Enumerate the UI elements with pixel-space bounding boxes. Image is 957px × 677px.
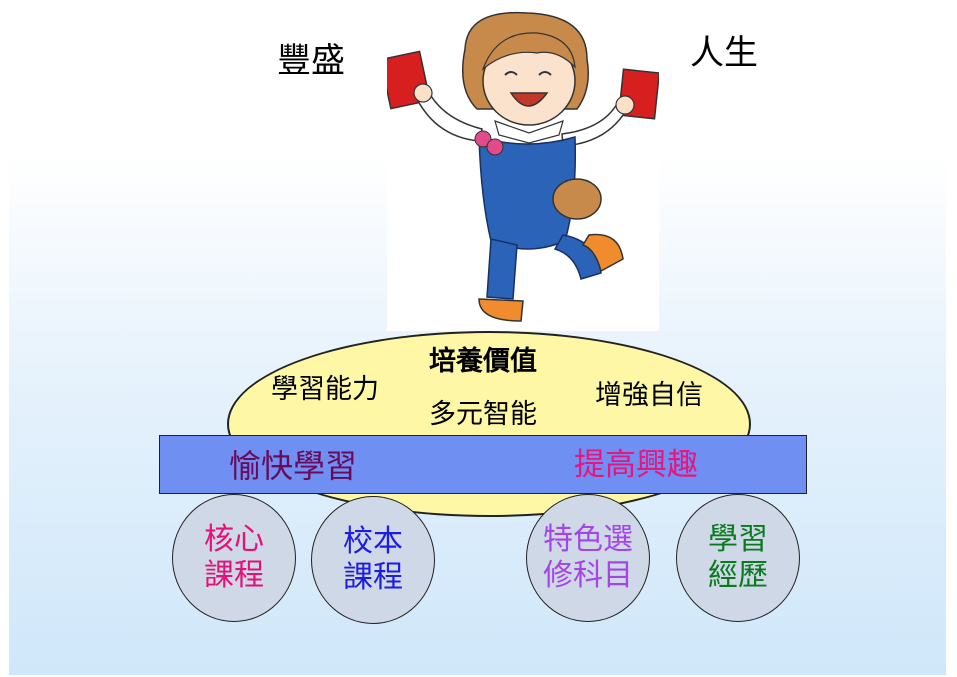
circle-school-based-curriculum-line1: 校本 xyxy=(343,524,403,559)
bar-label-raise-interest: 提高興趣 xyxy=(574,447,698,483)
ellipse-label-confidence: 增強自信 xyxy=(595,380,703,411)
ellipse-label-values: 培養價值 xyxy=(429,346,537,377)
circle-school-based-curriculum: 校本 課程 xyxy=(311,496,435,624)
girl-figure-icon xyxy=(379,11,661,322)
circle-school-based-curriculum-line2: 課程 xyxy=(343,560,403,595)
ellipse-label-learning-ability: 學習能力 xyxy=(271,374,379,405)
circle-core-curriculum-line1: 核心 xyxy=(204,522,264,557)
slide: 豐盛 人生 xyxy=(9,9,946,675)
circle-core-curriculum: 核心 課程 xyxy=(172,494,296,622)
cartoon-girl-illustration xyxy=(379,9,661,331)
bar-label-happy-learning: 愉快學習 xyxy=(229,447,358,485)
circle-elective-subjects-line1: 特色選 xyxy=(543,522,633,557)
circle-core-curriculum-line2: 課程 xyxy=(204,558,264,593)
ellipse-label-multiple-intelligences: 多元智能 xyxy=(429,399,537,430)
top-word-right: 人生 xyxy=(690,33,758,73)
circle-elective-subjects: 特色選 修科目 xyxy=(526,494,650,622)
top-word-left: 豐盛 xyxy=(277,41,345,81)
circle-learning-experiences-line2: 經歷 xyxy=(708,558,768,593)
foundation-bar xyxy=(159,435,807,494)
circle-elective-subjects-line2: 修科目 xyxy=(543,558,633,593)
circle-learning-experiences-line1: 學習 xyxy=(708,522,768,557)
circle-learning-experiences: 學習 經歷 xyxy=(676,494,800,622)
